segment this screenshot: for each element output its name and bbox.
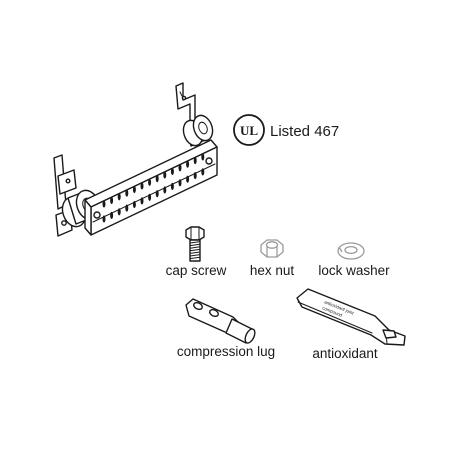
compression-lug-label: compression lug (177, 344, 275, 359)
cap-screw-label: cap screw (166, 263, 227, 278)
busbar-mounting-bolt-left (93, 211, 101, 219)
thread-line (189, 254, 201, 257)
lock-washer-label: lock washer (318, 263, 390, 278)
hex-nut-label: hex nut (250, 263, 295, 278)
busbar-hole (140, 182, 144, 190)
antioxidant-label: antioxidant (312, 346, 378, 361)
ul-logo-circle (233, 114, 265, 146)
busbar-hole (125, 204, 129, 212)
busbar-hole (201, 153, 205, 161)
busbar-hole (132, 200, 136, 209)
busbar-hole (110, 211, 114, 219)
busbar-hole (178, 179, 182, 187)
busbar-hole (193, 157, 197, 165)
perforated-busbar (84, 139, 218, 236)
busbar-hole (102, 200, 106, 208)
right-insulator (182, 114, 214, 147)
busbar-hole (148, 193, 152, 201)
ul-logo-text: UL (240, 123, 258, 138)
thread-line (189, 246, 201, 249)
busbar-hole (193, 172, 197, 180)
cap-screw-threads (189, 241, 201, 260)
busbar-hole (186, 175, 190, 183)
busbar-hole (170, 167, 174, 175)
busbar-hole (178, 164, 182, 172)
busbar-hole (132, 185, 136, 194)
busbar-hole (148, 178, 152, 186)
thread-line (189, 243, 201, 247)
ul-listed-mark: UL Listed 467 (233, 114, 339, 146)
thread-line (189, 241, 201, 244)
ul-listed-label: Listed 467 (270, 123, 339, 140)
busbar-hole (163, 171, 167, 179)
thread-line (189, 251, 201, 254)
ground-bar-assembly (53, 82, 218, 237)
left-mounting-bracket (53, 154, 77, 237)
busbar-hole (155, 190, 159, 198)
busbar-hole (125, 189, 129, 197)
thread-line (189, 256, 201, 260)
cap-screw (185, 226, 205, 262)
busbar-hole-pattern (102, 153, 205, 223)
busbar-hole (110, 196, 114, 204)
busbar-hole (201, 168, 205, 176)
antioxidant-tube: antioxidant joint compound (296, 288, 406, 346)
busbar-hole (117, 193, 121, 201)
compression-lug (185, 298, 256, 344)
busbar-hole (117, 208, 121, 216)
busbar-hole (163, 186, 167, 194)
busbar-hole (140, 197, 144, 205)
busbar-hole (155, 175, 159, 183)
hex-nut (260, 239, 284, 258)
busbar-mounting-bolt-right (205, 157, 213, 165)
busbar-hole (102, 215, 106, 223)
right-mounting-bracket (175, 82, 196, 124)
busbar-hole (170, 182, 174, 190)
lock-washer (337, 242, 365, 260)
thread-line (189, 248, 201, 252)
busbar-hole (186, 160, 190, 168)
